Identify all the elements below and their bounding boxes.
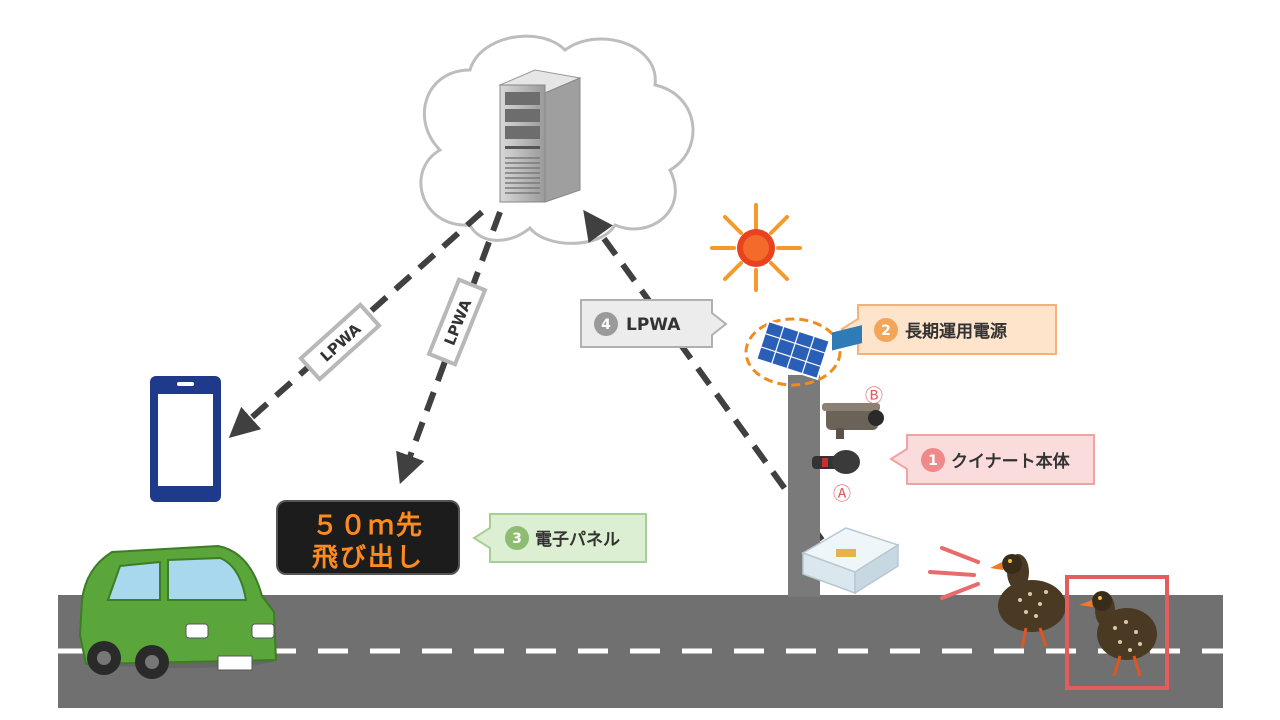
callout-device-text: クイナート本体 bbox=[951, 451, 1071, 472]
camera-icon bbox=[822, 403, 884, 439]
lpwa-label-phone: LPWA bbox=[298, 302, 382, 382]
solar-panel-icon bbox=[744, 317, 842, 387]
callout-network-number: 4 bbox=[601, 317, 611, 333]
sun-icon bbox=[710, 203, 802, 292]
server-icon bbox=[498, 69, 582, 203]
device-box bbox=[801, 325, 900, 595]
arrow-device-to-server bbox=[583, 209, 825, 542]
callout-network-text: LPWA bbox=[626, 315, 681, 335]
callout-device-number-badge bbox=[921, 448, 945, 472]
callout-power-number: 2 bbox=[881, 323, 891, 339]
callout-device: 1 クイナート本体 bbox=[889, 434, 1095, 485]
microphone-icon bbox=[812, 450, 860, 474]
callout-power-number-badge bbox=[874, 318, 898, 342]
alert-lines-icon bbox=[928, 546, 980, 600]
camera-mark: Ⓑ bbox=[865, 386, 883, 407]
car-icon bbox=[78, 544, 278, 679]
led-panel-line2: 飛び出し bbox=[312, 543, 424, 573]
callout-panel-text: 電子パネル bbox=[535, 530, 620, 550]
solar-highlight-ring bbox=[744, 317, 842, 387]
callout-power-text: 長期運用電源 bbox=[905, 321, 1007, 342]
callout-power: 2 長期運用電源 bbox=[840, 304, 1057, 355]
bird-highlight-box bbox=[1065, 575, 1169, 690]
callout-network: 4 LPWA bbox=[580, 299, 728, 348]
rail-bird-icon bbox=[990, 554, 1066, 649]
callout-device-number: 1 bbox=[928, 453, 938, 469]
smartphone-icon bbox=[150, 376, 221, 502]
led-panel: ５０ｍ先 飛び出し bbox=[276, 500, 460, 575]
callout-panel-number-badge bbox=[505, 526, 529, 550]
lpwa-label-panel: LPWA bbox=[426, 277, 488, 367]
callout-panel: 3 電子パネル bbox=[472, 513, 647, 563]
rail-bird-icon bbox=[1079, 591, 1157, 677]
microphone-mark: Ⓐ bbox=[833, 484, 851, 505]
led-panel-line1: ５０ｍ先 bbox=[312, 511, 424, 541]
callout-panel-number: 3 bbox=[512, 531, 522, 547]
callout-network-number-badge bbox=[594, 312, 618, 336]
